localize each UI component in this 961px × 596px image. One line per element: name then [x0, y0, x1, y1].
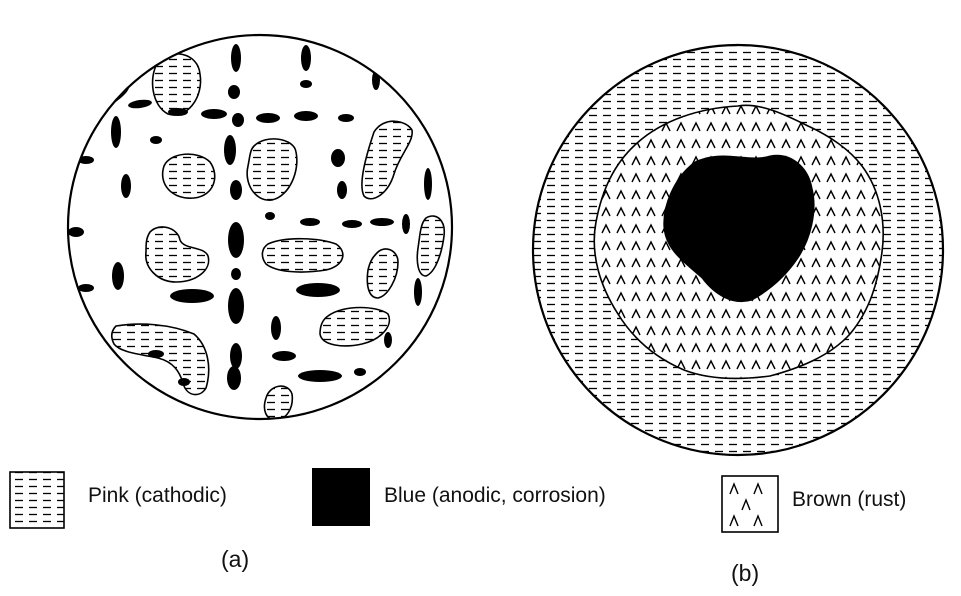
blue-spot [78, 284, 94, 292]
blue-spot [168, 108, 188, 116]
panel-a-label: (a) [221, 546, 249, 573]
blue-spot [354, 368, 366, 376]
blue-spot [68, 227, 84, 237]
blue-spot [338, 114, 354, 122]
blue-spot [298, 370, 342, 382]
blue-spot [230, 343, 242, 369]
pink-patch [163, 154, 215, 198]
blue-spot [337, 181, 347, 199]
blue-spot [170, 289, 214, 303]
blue-spot [342, 220, 362, 228]
blue-spot [300, 218, 320, 226]
blue-spot [424, 168, 432, 200]
blue-spot [228, 85, 240, 99]
pink-patch [262, 239, 342, 272]
blue-spot [201, 109, 227, 119]
blue-spot [178, 378, 190, 386]
blue-spot [300, 80, 312, 88]
legend-pink-label: Pink (cathodic) [88, 484, 227, 508]
blue-spot [370, 218, 394, 226]
blue-spot [150, 136, 162, 144]
blue-spot [271, 316, 281, 340]
blue-spot [294, 111, 318, 121]
blue-spot [148, 350, 164, 358]
blue-spot [228, 288, 244, 324]
panel-b-disc [533, 45, 943, 455]
blue-spot [230, 180, 242, 200]
blue-spot [227, 366, 241, 390]
blue-spot [112, 262, 124, 290]
pink-swatch-icon [10, 472, 64, 528]
blue-spot [224, 135, 236, 165]
blue-spot [231, 44, 241, 72]
brown-swatch-icon [722, 476, 778, 532]
blue-spot [414, 278, 422, 306]
legend-brown-label: Brown (rust) [792, 488, 906, 512]
blue-swatch-icon [312, 468, 370, 526]
blue-spot [265, 212, 275, 220]
blue-spot [111, 116, 121, 148]
blue-spot [121, 174, 131, 198]
blue-spot [228, 222, 244, 258]
legend-blue-label: Blue (anodic, corrosion) [384, 484, 606, 508]
blue-spot [331, 149, 345, 167]
blue-spot [256, 113, 280, 123]
blue-spot [384, 332, 392, 348]
blue-spot [296, 283, 340, 297]
blue-spot [301, 45, 311, 71]
blue-spot [272, 351, 296, 361]
panel-b-label: (b) [731, 560, 759, 587]
blue-spot [232, 113, 244, 127]
blue-spot [231, 268, 241, 280]
blue-spot [402, 214, 410, 234]
